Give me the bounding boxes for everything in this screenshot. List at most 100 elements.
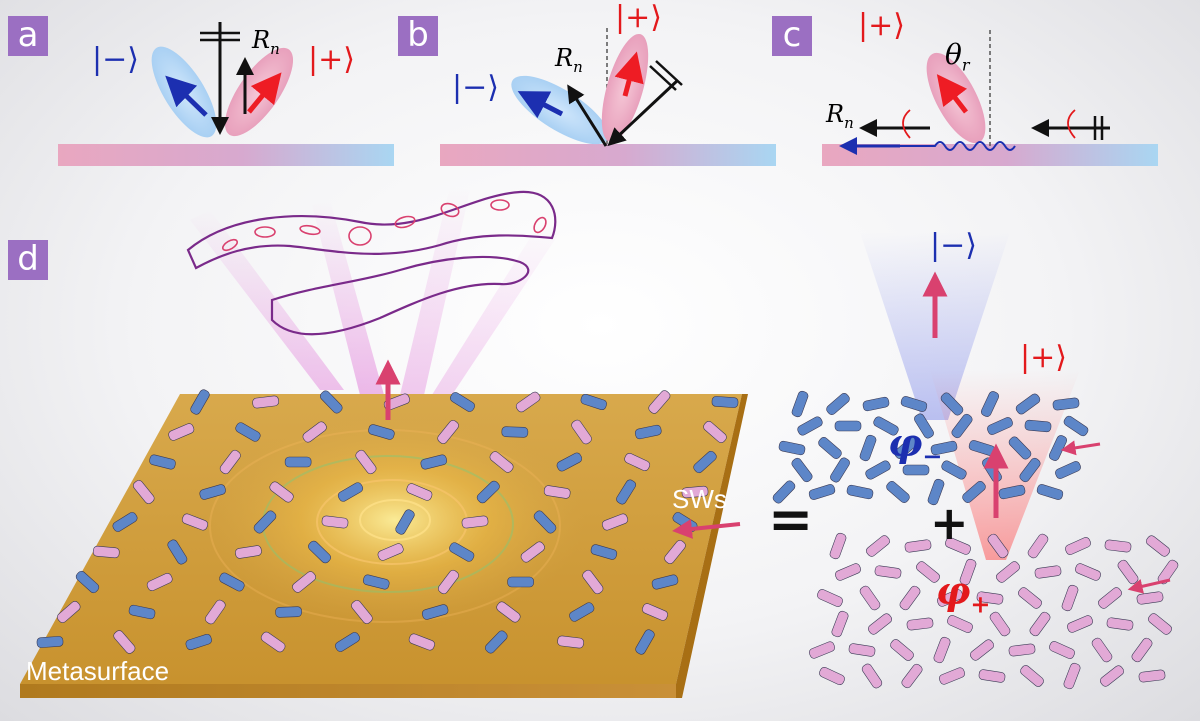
ket-minus-b: |−⟩ — [452, 70, 499, 105]
wavefront-c1 — [902, 109, 911, 139]
blue-pillar — [253, 510, 277, 534]
panel-tag-a: a — [8, 16, 48, 56]
blue-pillar — [1008, 436, 1032, 460]
blue-pillar — [873, 416, 899, 436]
pink-pillar — [181, 513, 209, 531]
pink-pillar — [489, 451, 514, 473]
blue-pillar — [797, 416, 823, 436]
pink-pillar — [520, 541, 545, 563]
blue-pillar — [711, 396, 739, 408]
pink-pillar — [496, 601, 521, 623]
blue-pillar — [941, 460, 967, 480]
plus-arrow-c — [936, 74, 968, 114]
blue-pillar — [449, 542, 475, 562]
blue-pillar — [791, 457, 813, 483]
pink-pillar — [1067, 615, 1093, 633]
surface-wave-glow — [205, 415, 585, 625]
panel-a — [58, 22, 394, 166]
metasurface-pillars — [36, 389, 739, 655]
blue-pillar — [616, 479, 637, 505]
blue-pillar — [693, 450, 717, 474]
blue-pillar — [634, 424, 662, 440]
blue-pillar — [1052, 397, 1080, 411]
blue-pillar — [1063, 415, 1089, 437]
pink-pillar — [848, 643, 876, 657]
panel-b — [440, 28, 776, 166]
minus-arrow-a — [165, 75, 208, 117]
pink-pillar — [831, 610, 849, 638]
pink-pillar — [938, 667, 966, 685]
pink-pillar — [92, 545, 120, 559]
phi-minus-subscript: − — [922, 441, 943, 471]
pink-pillar — [133, 480, 155, 504]
blue-pillar — [962, 481, 986, 503]
blue-pillar — [308, 540, 331, 564]
polarization-ellipses — [221, 199, 547, 252]
blue-pillar — [791, 390, 809, 418]
theta-symbol-c: θ — [945, 38, 962, 71]
theta-subscript-c: r — [961, 55, 970, 75]
phase-minus-pillars — [772, 390, 1089, 506]
phi-minus-label: φ− — [888, 420, 943, 471]
pink-pillar — [899, 585, 921, 611]
pink-pillar — [1020, 665, 1044, 687]
pink-pillar — [703, 421, 727, 443]
rn-arrow-b — [567, 84, 608, 147]
plus-input-arrow — [1127, 578, 1171, 594]
pink-pillar — [1099, 665, 1125, 687]
pink-pillar — [1063, 662, 1081, 690]
blue-pillar — [337, 482, 364, 502]
pink-pillar — [515, 391, 541, 413]
blue-pillar — [1055, 461, 1081, 479]
pink-pillar — [648, 390, 671, 414]
pink-pillar — [252, 395, 279, 409]
blue-pillar — [808, 484, 836, 500]
blue-pillar — [894, 437, 918, 459]
blue-pillar — [635, 629, 655, 655]
blue-pillar — [235, 422, 261, 442]
blue-pillar — [36, 636, 64, 648]
rn-subscript-b: n — [573, 57, 583, 76]
pink-pillar — [642, 603, 668, 621]
pink-pillar — [808, 641, 836, 659]
panel-tag-d: d — [8, 240, 48, 280]
pink-pillar — [1106, 617, 1134, 631]
blue-pillar — [190, 389, 210, 415]
pink-pillar — [1027, 533, 1049, 559]
blue-pillar — [914, 413, 934, 439]
blue-pillar — [450, 392, 475, 412]
pink-pillar — [205, 599, 226, 625]
pink-pillar — [829, 532, 847, 560]
beam-ray-1 — [190, 210, 344, 390]
ket-plus-b: |+⟩ — [615, 0, 662, 35]
pink-pillar — [664, 540, 686, 564]
phi-plus-label: φ+ — [936, 568, 991, 619]
pink-pillar — [904, 539, 932, 553]
blue-pillar — [772, 480, 796, 504]
pink-pillar — [557, 635, 584, 649]
pink-pillar — [1065, 537, 1091, 555]
pink-pillar — [601, 513, 629, 531]
pink-pillar — [989, 611, 1011, 637]
minus-arrow-b — [517, 91, 564, 119]
pink-pillar — [1117, 559, 1139, 585]
pink-pillar — [890, 639, 914, 661]
pink-pillar — [969, 639, 995, 661]
phi-plus-subscript: + — [970, 589, 991, 619]
pink-pillar — [269, 481, 294, 503]
metasurface-side — [676, 394, 748, 698]
blue-pillar — [826, 393, 850, 415]
blue-pillar — [319, 390, 343, 414]
ribbon-lower — [270, 255, 530, 336]
blue-pillar — [846, 484, 874, 500]
metasurface-edge — [20, 684, 676, 698]
pink-pillar — [219, 449, 241, 475]
blue-pillar — [1036, 484, 1064, 500]
pink-pillar — [408, 633, 435, 651]
plus-arrow-b — [614, 51, 644, 97]
blue-pillar — [368, 424, 395, 440]
blue-pillar — [275, 606, 302, 618]
pink-pillar — [1104, 539, 1132, 553]
pink-pillar — [1131, 637, 1153, 663]
